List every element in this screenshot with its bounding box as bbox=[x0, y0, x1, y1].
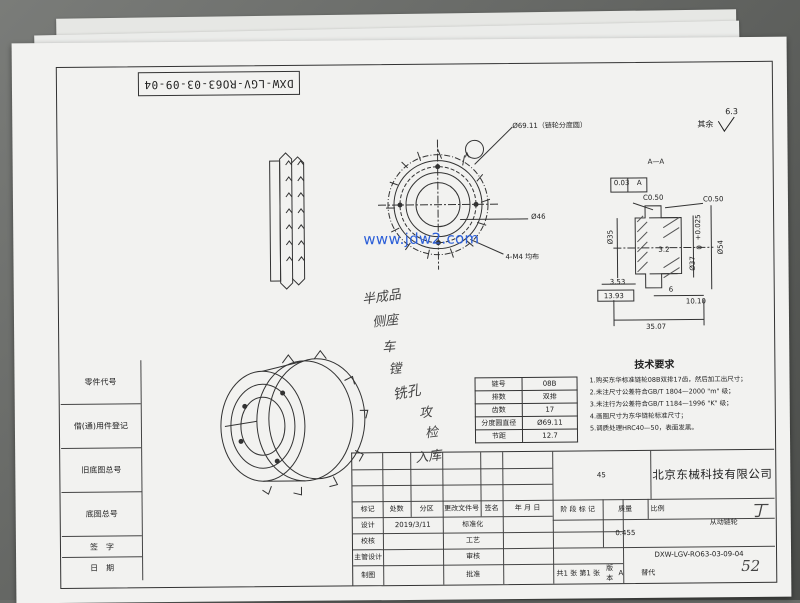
handwritten-mark: 丁 bbox=[751, 497, 767, 521]
tech-req-item: 3.未注行为公差符合GB/T 1184—1996 "K" 级； bbox=[590, 397, 747, 410]
col-label: 处数 bbox=[383, 501, 411, 517]
side-row: 借(通)用件登记 bbox=[61, 404, 141, 449]
mass-label: 质量 bbox=[603, 499, 648, 519]
watermark-text: www.jdw2.com bbox=[363, 229, 479, 248]
handwritten-note: 镗 bbox=[388, 358, 402, 378]
side-row: 零件代号 bbox=[60, 360, 140, 405]
dim-tol: +0.025 bbox=[694, 214, 702, 240]
handwritten-note: 侧座 bbox=[371, 309, 399, 331]
holes-dim: 4-M4 均布 bbox=[505, 252, 539, 262]
dim-6: 6 bbox=[669, 286, 674, 294]
title-block: 45 北京东械科技有限公司 标记 处数 分区 更改文件号 签名 年 月 日 阶 … bbox=[351, 449, 775, 586]
spec-value: Ø69.11 bbox=[522, 416, 577, 429]
section-label: A—A bbox=[648, 158, 665, 166]
col-label: 分区 bbox=[411, 501, 443, 517]
design-date: 2019/3/11 bbox=[383, 517, 443, 534]
company-name: 北京东械科技有限公司 bbox=[650, 450, 774, 499]
handwritten-mark: 52 bbox=[741, 557, 760, 575]
col-label: 标记 bbox=[353, 501, 383, 517]
pitch-circle-dim: Ø69.11（链轮分度圆） bbox=[512, 120, 587, 131]
side-view bbox=[270, 153, 305, 289]
version-label: 版本 A bbox=[603, 563, 623, 583]
dim-13-93: 13.93 bbox=[604, 292, 624, 300]
bore-circle-dim: Ø46 bbox=[531, 213, 545, 221]
spec-value: 17 bbox=[522, 403, 577, 416]
handwritten-note: 攻 bbox=[418, 401, 433, 421]
replace-label: 替代 bbox=[623, 563, 673, 583]
side-row: 日 期 bbox=[62, 557, 142, 578]
tech-req-title: 技术要求 bbox=[634, 356, 674, 371]
handwritten-note: 入库 bbox=[414, 444, 442, 466]
col-label: 年 月 日 bbox=[503, 500, 553, 516]
side-label: 借(通)用件登记 bbox=[74, 420, 128, 431]
drawing-sheet: DXW-LGV-RO63-03-09-04 其余 6.3 bbox=[12, 37, 792, 603]
dim-d37: Ø37 bbox=[689, 256, 697, 270]
flatness-value: 0.03 bbox=[614, 179, 630, 187]
mass-value: 0.455 bbox=[603, 519, 648, 547]
col-label: 签名 bbox=[481, 500, 503, 516]
chamfer-dim-2: C0.50 bbox=[703, 195, 724, 203]
left-sign-column: 零件代号 借(通)用件登记 旧底图总号 底图总号 签 字 日 期 bbox=[60, 360, 143, 581]
side-label: 签 字 bbox=[90, 541, 114, 552]
row-label: 校核 bbox=[353, 533, 383, 549]
side-row: 旧底图总号 bbox=[61, 448, 141, 493]
dim-d35: Ø35 bbox=[606, 230, 614, 244]
datum-ref: A bbox=[637, 179, 642, 187]
tech-req-list: 1.购买东华标准链轮08B双排17齿，然后加工出尺寸； 2.未注尺寸公差符合GB… bbox=[589, 373, 747, 434]
side-row: 签 字 bbox=[62, 536, 142, 558]
table-row: 排数双排 bbox=[475, 390, 577, 404]
sheet-number: 45 bbox=[552, 451, 650, 500]
datum-label: A bbox=[465, 151, 470, 159]
spec-key: 分度圆直径 bbox=[475, 416, 522, 429]
dim-10-10: 10.10 bbox=[686, 297, 706, 305]
scale-label: 比例 bbox=[648, 499, 668, 519]
chamfer-dim-1: C0.50 bbox=[643, 194, 664, 202]
row-label: 主管设计 bbox=[353, 549, 383, 565]
row-label: 制图 bbox=[353, 565, 383, 585]
version-label-text: 版本 bbox=[603, 563, 616, 583]
handwritten-note: 检 bbox=[424, 421, 439, 441]
spec-key: 齿数 bbox=[475, 403, 522, 416]
spec-value: 12.7 bbox=[522, 429, 577, 442]
spec-key: 排数 bbox=[475, 390, 522, 403]
side-row: 底图总号 bbox=[61, 492, 141, 537]
side-label: 底图总号 bbox=[86, 508, 118, 519]
side-label: 日 期 bbox=[90, 562, 114, 573]
stage-label: 阶 段 标 记 bbox=[553, 499, 603, 519]
side-label: 旧底图总号 bbox=[81, 464, 121, 475]
approve-label: 批准 bbox=[443, 564, 503, 585]
dim-d54: Ø54 bbox=[717, 240, 725, 254]
row-label: 设计 bbox=[353, 517, 383, 533]
side-label: 零件代号 bbox=[84, 376, 116, 387]
spec-key: 节距 bbox=[475, 429, 522, 442]
col-label: 更改文件号 bbox=[443, 500, 481, 516]
front-view-sprocket bbox=[377, 127, 528, 270]
dim-tol-low: 0 bbox=[696, 245, 704, 250]
sheet-count: 共1 张 第1 张 bbox=[553, 563, 603, 583]
review-label: 审核 bbox=[443, 548, 503, 565]
process-label: 工艺 bbox=[443, 532, 503, 549]
handwritten-note: 车 bbox=[381, 336, 395, 356]
dim-35-07: 35.07 bbox=[646, 323, 666, 331]
standard-label: 标准化 bbox=[443, 516, 503, 533]
spec-key: 链号 bbox=[475, 377, 522, 390]
spec-value: 双排 bbox=[522, 390, 577, 403]
spec-value: 08B bbox=[522, 377, 577, 390]
isometric-view bbox=[220, 350, 368, 495]
tech-req-item: 5.调质处理HRC40—50，表面发黑。 bbox=[590, 421, 747, 434]
dim-3-2: 3.2 bbox=[658, 246, 669, 254]
dim-3-53: 3.53 bbox=[610, 278, 626, 286]
